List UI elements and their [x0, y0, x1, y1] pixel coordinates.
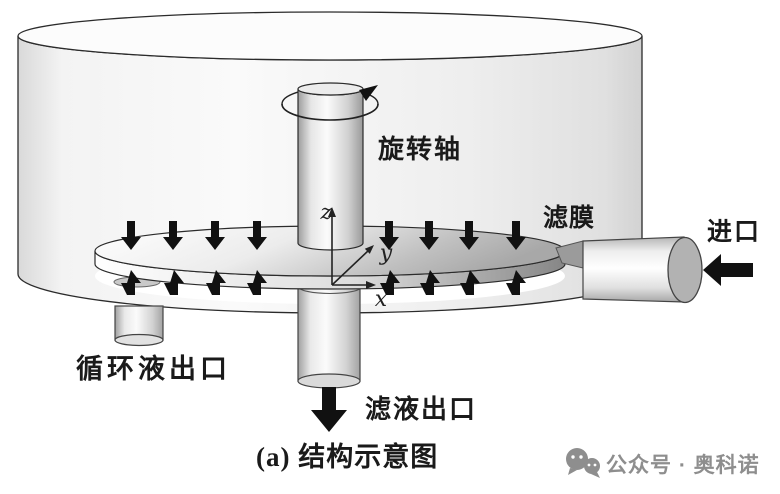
coordinate-axes: [331, 216, 370, 286]
watermark-text: 公众号 · 奥科诺: [606, 453, 760, 477]
x-axis-arrowhead: [366, 281, 376, 289]
y-axis-arrowhead: [364, 245, 374, 254]
filtrate-outlet-label: 滤液出口: [365, 395, 477, 424]
y-axis-label: y: [379, 241, 393, 266]
inlet-label: 进口: [707, 218, 761, 246]
rotating-shaft-label: 旋转轴: [378, 135, 462, 164]
tank-top-ellipse: [17, 11, 643, 61]
shaft-port-hole: [298, 286, 362, 295]
x-axis-label: x: [375, 287, 388, 312]
rotating-shaft: [297, 82, 364, 251]
rotation-ellipse-front: [281, 103, 379, 121]
filtrate-flow-arrow: [311, 387, 347, 432]
wechat-icon: [566, 448, 600, 478]
circulating-outlet-label: 循环液出口: [76, 354, 231, 384]
inlet-flow-arrow: [703, 254, 753, 286]
z-axis-arrowhead: [328, 207, 336, 217]
filtrate-outlet-pipe: [297, 285, 361, 389]
membrane-label: 滤膜: [543, 204, 595, 232]
z-axis-label: z: [319, 200, 332, 224]
circulating-outlet-pipe: [114, 305, 164, 347]
figure-caption: (a) 结构示意图: [256, 441, 438, 472]
rotation-arrowhead: [359, 85, 378, 101]
watermark: 公众号 · 奥科诺: [566, 448, 760, 478]
y-axis: [331, 249, 370, 286]
inlet-pipe: [582, 236, 703, 304]
